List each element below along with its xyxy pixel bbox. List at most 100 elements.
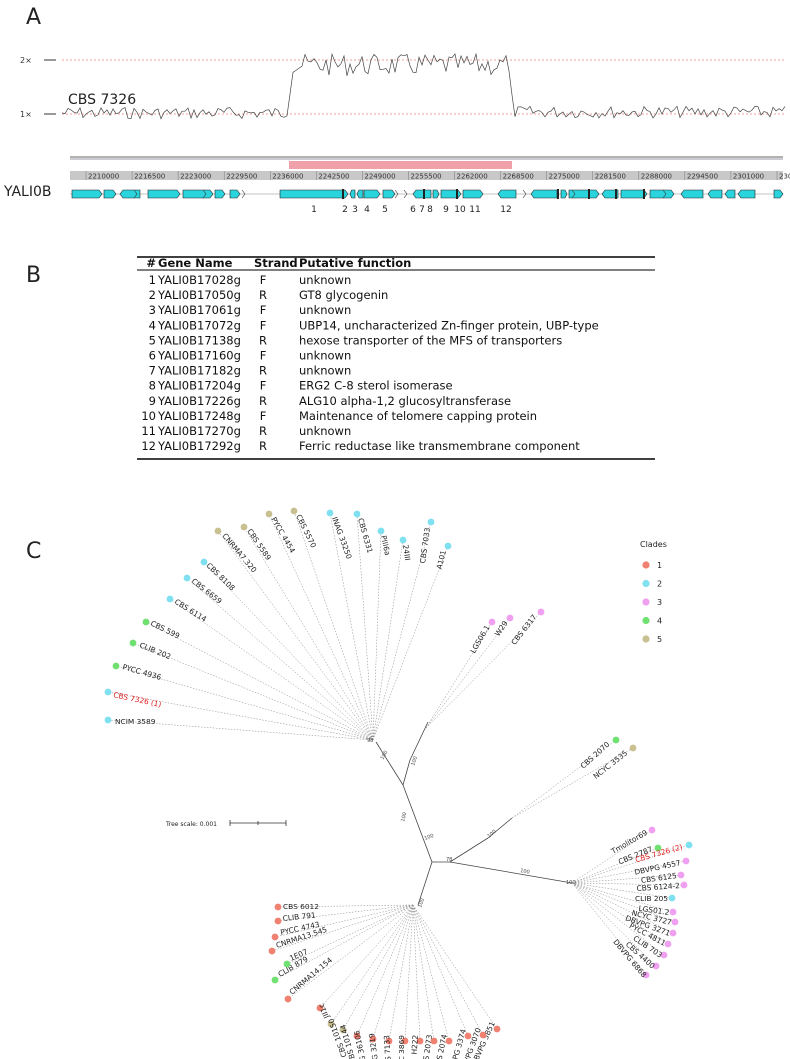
row-number: 1 <box>149 273 156 287</box>
leaf-clade-dot <box>537 608 545 616</box>
leaf-label: CBS 5570 <box>294 513 318 550</box>
leaf-clade-dot <box>444 542 452 550</box>
ruler-position-label: 2275000 <box>549 173 580 181</box>
leaf-clade-dot <box>112 662 120 670</box>
gene-model <box>279 189 349 199</box>
row-function: unknown <box>299 349 351 363</box>
leaf-connector <box>274 904 414 981</box>
leaf-connector <box>571 882 685 886</box>
leaf-connector <box>356 904 414 1037</box>
row-function: ERG2 C-8 sterol isomerase <box>299 379 453 393</box>
gene-feature-mark <box>615 189 617 199</box>
leaf-clade-dot <box>369 1035 377 1043</box>
leaf-connector <box>412 904 469 1037</box>
leaf-label: CBS 599 <box>149 619 181 641</box>
legend-item: 3 <box>642 598 662 607</box>
branch-right-clade <box>449 861 573 884</box>
leaf-clade-dot <box>290 507 298 515</box>
leaf-clade-dot <box>664 940 672 948</box>
leaf-clade-dot <box>652 962 660 970</box>
row-strand: R <box>259 364 267 378</box>
leaf-clade-dot <box>488 618 496 626</box>
gene-model <box>119 189 141 199</box>
row-strand: F <box>260 349 267 363</box>
leaf-clade-dot <box>642 971 650 979</box>
leaf-label: CBS 6124-2 <box>636 881 680 893</box>
tree-leaf: CBS 7133 <box>382 1035 394 1059</box>
tree-leaf: PYCC 4454 <box>265 510 297 555</box>
legend-swatch <box>642 616 650 625</box>
gene-model <box>620 189 648 199</box>
tree-leaf: A101 <box>435 542 452 570</box>
row-number: 12 <box>141 439 156 453</box>
leaf-connector <box>388 904 414 1042</box>
leaf-clade-dot <box>214 527 222 535</box>
row-function: Ferric reductase like transmembrane comp… <box>299 439 580 453</box>
row-strand: R <box>259 288 267 302</box>
tree-leaf: CBS 7326 (1) <box>104 688 162 709</box>
row-function: ALG10 alpha-1,2 glucosyltransferase <box>299 394 511 408</box>
leaf-clade-dot <box>240 523 248 531</box>
row-strand: F <box>260 379 267 393</box>
leaf-connector <box>217 530 374 741</box>
leaf-connector <box>571 882 676 923</box>
ruler-position-label: 2210000 <box>88 173 119 181</box>
header-strand: Strand <box>254 256 298 270</box>
tree-leaf: CBS 7033 <box>418 518 435 564</box>
gene-number-6: 6 <box>410 205 416 215</box>
leaf-connector <box>412 904 484 1036</box>
gene-arrow-mark <box>202 189 207 199</box>
tree-leaf: CBS 6114 <box>166 595 208 624</box>
branch-upper-right <box>409 721 429 761</box>
leaf-clade-dot <box>682 857 690 865</box>
leaf-connector <box>511 747 634 819</box>
gene-number-11: 11 <box>469 205 480 215</box>
leaf-clade-dot <box>166 595 174 603</box>
leaf-label: H222 <box>410 1035 420 1055</box>
leaf-connector <box>425 617 511 729</box>
bootstrap-value: 100 <box>400 812 408 823</box>
legend-swatch <box>642 561 650 569</box>
row-number: 2 <box>149 288 156 302</box>
leaf-clade-dot <box>493 1025 501 1033</box>
tree-leaf: JII1c <box>316 1002 331 1021</box>
gene-number-1: 1 <box>311 205 317 215</box>
bootstrap-value: 100 <box>380 750 390 761</box>
y-tick-label-1x: 1× <box>20 110 32 119</box>
gene-model <box>214 189 226 199</box>
leaf-label: W29 <box>493 619 510 638</box>
coverage-plot: 2× 1× CBS 7326 <box>20 52 786 120</box>
leaf-clade-dot <box>445 1037 453 1045</box>
leaf-label: CBS 7033 <box>418 527 432 564</box>
leaf-connector <box>571 860 687 884</box>
gene-arrow-mark <box>133 189 138 199</box>
leaf-clade-dot <box>283 960 291 968</box>
row-gene-name: YALI0B17061g <box>157 303 241 317</box>
gene-feature-mark <box>456 189 458 199</box>
leaf-clade-dot <box>268 947 276 955</box>
gene-model <box>103 189 117 199</box>
chromosome-label: YALI0B <box>3 184 51 200</box>
tree-leaf: NCYC 3869 <box>397 1035 409 1059</box>
leaf-clade-dot <box>479 1031 487 1039</box>
gene-arrow-mark <box>662 189 667 199</box>
leaf-clade-dot <box>430 1037 438 1045</box>
ruler-position-label: 2229500 <box>226 173 257 181</box>
row-strand: R <box>259 333 267 347</box>
ruler-position-label: 2281500 <box>595 173 626 181</box>
row-number: 8 <box>149 379 156 393</box>
tree-leaf: CBS 6124-2 <box>636 881 688 893</box>
gene-model <box>707 189 723 199</box>
tree-leaf: H222 <box>410 1035 424 1055</box>
panel-b-letter: B <box>26 263 41 288</box>
row-number: 9 <box>149 394 156 408</box>
gene-arrow-mark <box>522 189 527 199</box>
duplication-highlight <box>289 161 512 169</box>
